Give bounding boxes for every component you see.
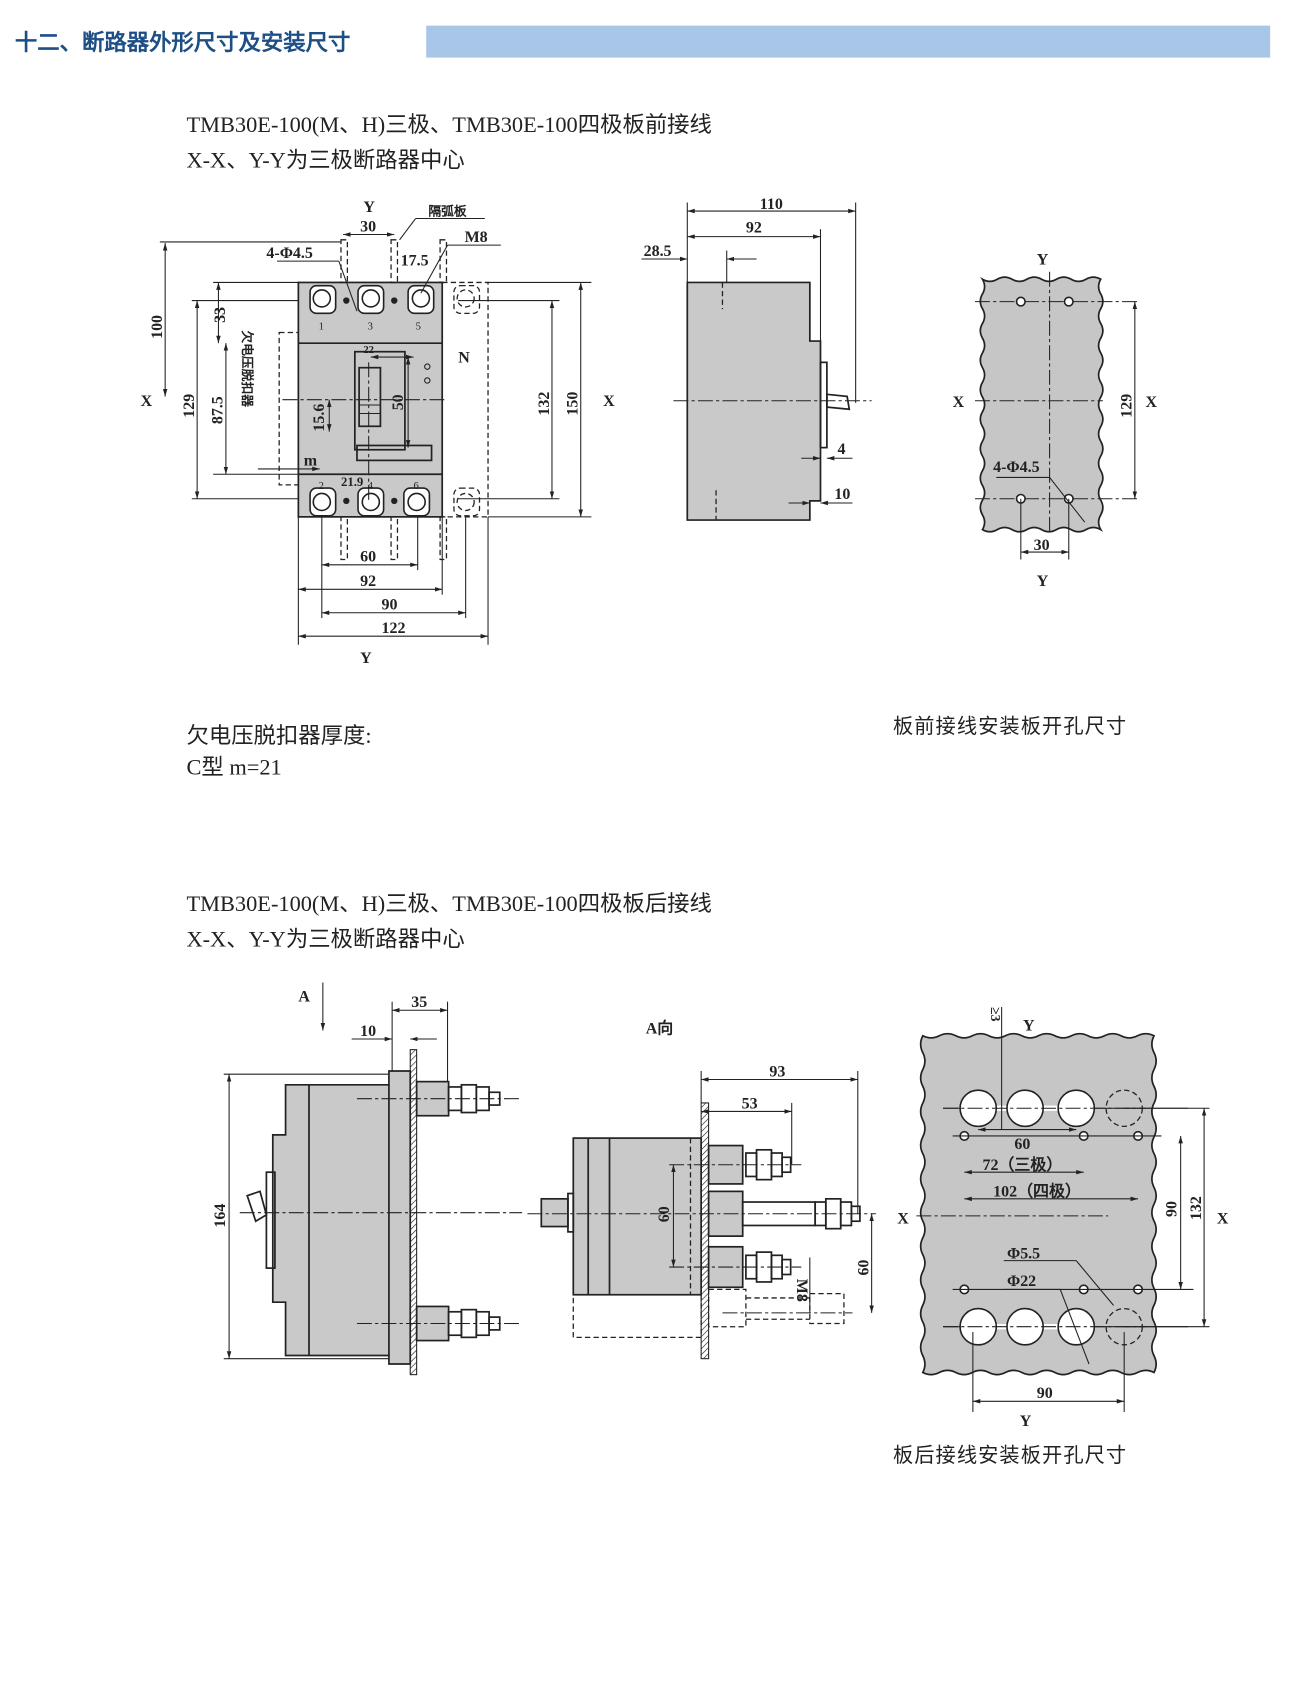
dim-60: 60 — [855, 1260, 872, 1276]
dim-72: 72（三极） — [982, 1155, 1062, 1174]
a-view-drawing: A向 93 53 60 60 M8 — [527, 1019, 876, 1360]
m8-label: M8 — [793, 1279, 810, 1302]
dim-50: 50 — [390, 394, 407, 410]
rear-cutout-drawing: ≥3 Y 60 72（三极） 102（四极） X 90 132 X Φ5.5 Φ… — [897, 1007, 1229, 1430]
n-pole-label: N — [458, 349, 470, 366]
terminal-number: 3 — [368, 321, 373, 332]
dim-53: 53 — [742, 1095, 758, 1112]
dim-102: 102（四极） — [993, 1182, 1081, 1201]
dim-150: 150 — [565, 392, 582, 416]
front-cutout-caption: 板前接线安装板开孔尺寸 — [893, 714, 1127, 738]
dim-4: 4 — [838, 441, 846, 458]
holes-label: 4-Φ4.5 — [993, 459, 1040, 476]
label-x-left: X — [897, 1210, 909, 1227]
mounting-panel — [979, 276, 1104, 533]
uv-release-label: 欠电压脱扣器 — [240, 330, 255, 407]
rear-side-view-drawing: A 35 10 164 — [212, 982, 523, 1376]
dim-ge-3: ≥3 — [988, 1007, 1003, 1022]
m8-label: M8 — [465, 229, 488, 246]
dim-60: 60 — [360, 549, 376, 566]
label-x-right: X — [1145, 394, 1157, 411]
dim-122: 122 — [381, 620, 405, 637]
dim-93: 93 — [769, 1063, 785, 1080]
dim-60: 60 — [1014, 1136, 1030, 1153]
uv-thickness-note: 欠电压脱扣器厚度: — [186, 723, 371, 748]
dim-30: 30 — [1034, 537, 1050, 554]
dim-100: 100 — [149, 315, 166, 339]
dim-132: 132 — [1188, 1196, 1205, 1220]
label-x-right: X — [603, 393, 615, 410]
terminal-nuts — [745, 1148, 861, 1283]
dim-132: 132 — [536, 392, 553, 416]
uv-release-outline — [278, 331, 300, 486]
dim-129: 129 — [1119, 394, 1136, 418]
m-label: m — [304, 453, 318, 470]
dim-30: 30 — [360, 218, 376, 235]
section-title: 十二、断路器外形尺寸及安装尺寸 — [15, 29, 350, 56]
breaker-a-body — [572, 1137, 703, 1296]
holes-label: 4-Φ4.5 — [266, 245, 313, 262]
dim-87-5: 87.5 — [210, 396, 227, 424]
dim-164: 164 — [212, 1204, 229, 1228]
label-x-left: X — [953, 394, 965, 411]
dim-129: 129 — [181, 394, 198, 418]
n-pole-outline — [441, 281, 489, 518]
label-y-bottom: Y — [1020, 1413, 1032, 1430]
dim-28-5: 28.5 — [644, 243, 672, 260]
dim-60: 60 — [656, 1206, 673, 1222]
view-a-label: A — [298, 989, 310, 1006]
mounting-plate — [700, 1102, 710, 1360]
dim-33: 33 — [212, 307, 229, 323]
label-x-right: X — [1217, 1210, 1229, 1227]
dim-10: 10 — [834, 486, 850, 503]
terminals — [309, 284, 481, 517]
terminal-number: 2 — [319, 481, 324, 492]
dim-17-5: 17.5 — [401, 252, 429, 269]
arc-barriers — [340, 239, 448, 561]
dim-90: 90 — [1037, 1385, 1053, 1402]
handle-frame — [353, 350, 406, 451]
terminal-number: 4 — [368, 481, 374, 492]
label-x-left: X — [141, 393, 153, 410]
label-y-bottom: Y — [360, 650, 372, 667]
dim-21-9: 21.9 — [341, 475, 363, 489]
dim-10: 10 — [360, 1023, 376, 1040]
header-bar — [426, 25, 1271, 58]
dim-35: 35 — [411, 994, 427, 1011]
side-view-drawing: 110 92 28.5 4 10 — [641, 196, 872, 521]
a-view-label: A向 — [646, 1019, 674, 1038]
dim-22: 22 — [363, 345, 374, 356]
label-y-top: Y — [1023, 1017, 1035, 1034]
dim-92: 92 — [746, 219, 762, 236]
dim-15-6: 15.6 — [311, 404, 328, 432]
rear-wiring-title: TMB30E-100(M、H)三极、TMB30E-100四极板后接线 — [186, 891, 711, 916]
front-view-drawing: Y 30 隔弧板 4-Φ4.5 17.5 M8 100 33 129 87.5 … — [141, 199, 615, 667]
phi-22-label: Φ22 — [1007, 1273, 1036, 1290]
arc-plate-label: 隔弧板 — [428, 203, 467, 218]
rear-wiring-subtitle: X-X、Y-Y为三极断路器中心 — [186, 926, 464, 951]
dim-90: 90 — [1163, 1201, 1180, 1217]
label-y-bottom: Y — [1037, 573, 1049, 590]
label-y-top: Y — [1037, 251, 1049, 268]
handle — [358, 366, 382, 428]
dim-110: 110 — [760, 196, 783, 213]
terminal-number: 5 — [416, 321, 421, 332]
front-cutout-drawing: Y Y X X 129 4-Φ4.5 30 — [953, 251, 1158, 590]
phi-5-5-label: Φ5.5 — [1007, 1246, 1040, 1263]
dim-90: 90 — [381, 597, 397, 614]
terminal-number: 6 — [413, 481, 418, 492]
mounting-holes — [952, 1130, 1194, 1295]
uv-thickness-value: C型 m=21 — [186, 755, 281, 780]
dim-92: 92 — [360, 573, 376, 590]
label-y-top: Y — [363, 199, 375, 216]
front-wiring-title: TMB30E-100(M、H)三极、TMB30E-100四极板前接线 — [186, 112, 711, 137]
front-wiring-subtitle: X-X、Y-Y为三极断路器中心 — [186, 147, 464, 172]
terminal-number: 1 — [319, 321, 324, 332]
rear-cutout-caption: 板后接线安装板开孔尺寸 — [893, 1443, 1127, 1467]
section-header: 十二、断路器外形尺寸及安装尺寸 — [15, 25, 1271, 58]
nameplate-slot — [356, 444, 433, 462]
terminal-nuts — [447, 1083, 501, 1339]
